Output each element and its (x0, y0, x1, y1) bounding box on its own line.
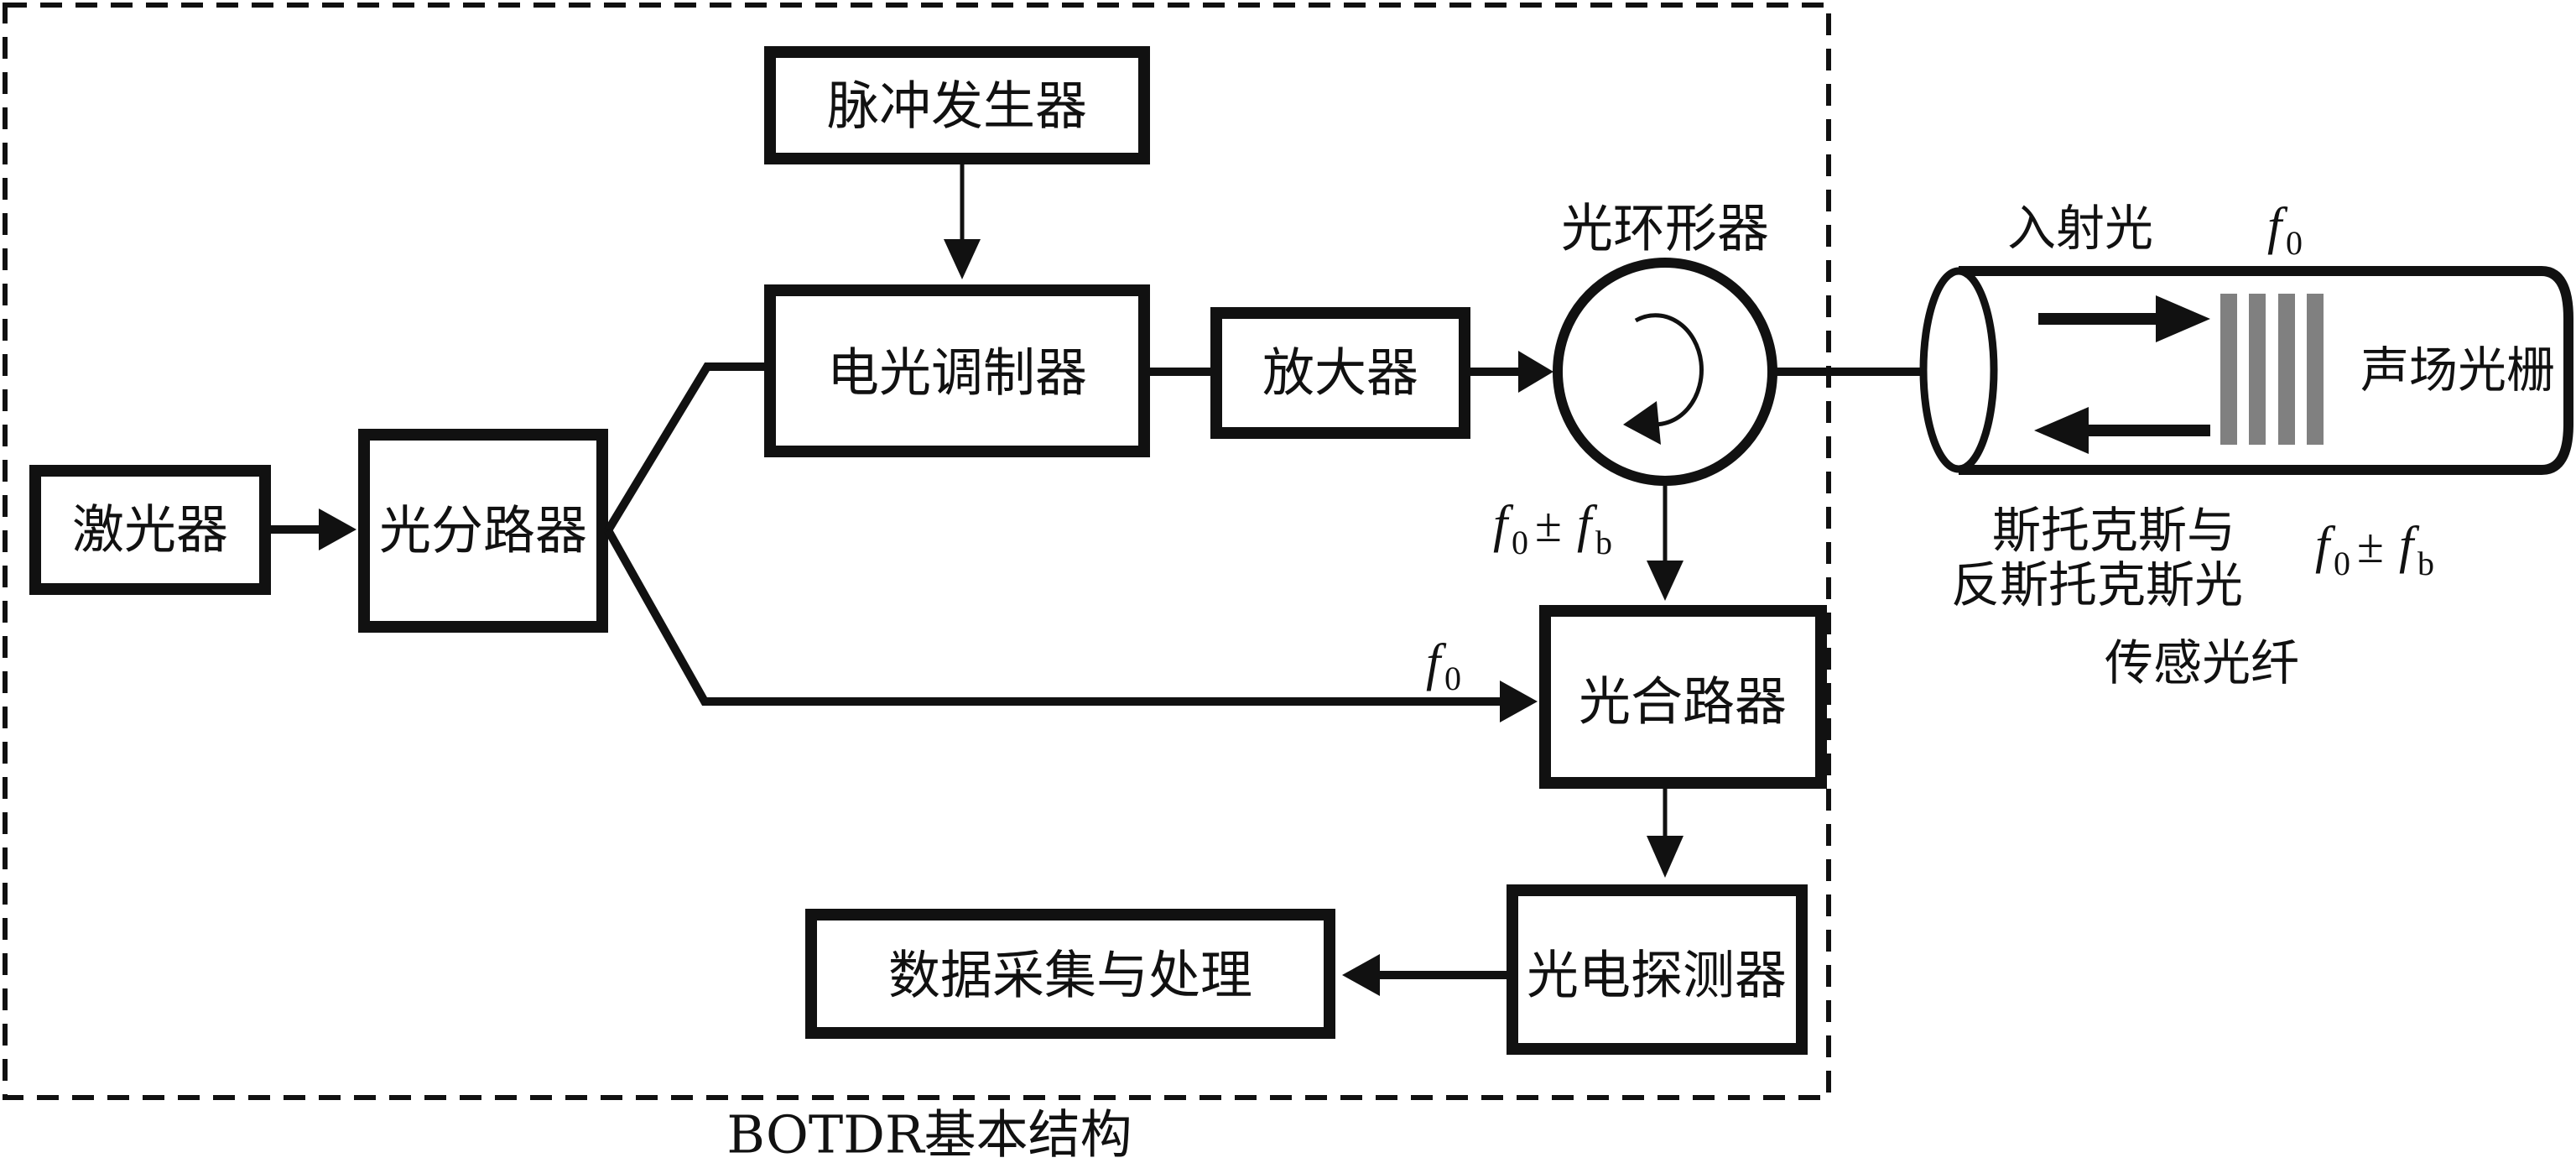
botdr-caption: BOTDR基本结构 (726, 1104, 1132, 1163)
laser-to-splitter-arrowhead (319, 508, 356, 550)
f0-subscript: 0 (2286, 224, 2303, 262)
splitter-box (358, 429, 608, 633)
splitter-label: 光分路器 (379, 500, 587, 561)
splitter-to-combiner-arrowhead (1500, 681, 1538, 722)
combiner-to-detector-arrowhead (1647, 836, 1684, 878)
amplifier-to-circulator-arrowhead (1518, 351, 1553, 393)
pulse-generator-box (764, 46, 1150, 164)
fiber-cylinder-end (1919, 267, 1998, 473)
stokes-label-line2: 反斯托克斯光 (1951, 556, 2243, 613)
incident-light-arrowhead (2156, 295, 2210, 342)
acoustic-grating-bar (2307, 294, 2324, 445)
combiner-box (1539, 605, 1827, 789)
acoustic-grating-label: 声场光栅 (2360, 342, 2555, 399)
laser-label: 激光器 (72, 499, 228, 561)
botdr-boundary (3, 3, 1831, 1100)
daq-label: 数据采集与处理 (888, 945, 1252, 1006)
sensing-fiber-label: 传感光纤 (2105, 634, 2299, 691)
splitter-upper-branch (604, 362, 764, 533)
daq-box (805, 909, 1335, 1039)
photodetector-box (1507, 884, 1808, 1055)
fb-subscript: b (2417, 545, 2434, 582)
daq-block: 数据采集与处理 (805, 909, 1335, 1039)
circulator-rotation-arrow (1634, 313, 1704, 427)
circulator-ring (1553, 258, 1777, 486)
stokes-label-line1: 斯托克斯与 (1992, 502, 2235, 559)
f0-subscript: 0 (1444, 660, 1461, 697)
pulse-generator-block: 脉冲发生器 (764, 46, 1150, 164)
splitter-block: 光分路器 (358, 429, 608, 633)
amplifier-label: 放大器 (1262, 342, 1418, 404)
pulse-to-modulator-arrowhead (944, 239, 981, 279)
acoustic-grating-bar (2220, 294, 2237, 445)
pulse-generator-label: 脉冲发生器 (827, 76, 1087, 137)
amplifier-block: 放大器 (1210, 307, 1470, 439)
eo-modulator-label: 电光调制器 (827, 342, 1087, 404)
photodetector-label: 光电探测器 (1527, 945, 1787, 1006)
eo-modulator-block: 电光调制器 (764, 284, 1150, 457)
combiner-label: 光合路器 (1579, 671, 1787, 733)
photodetector-block: 光电探测器 (1507, 884, 1808, 1055)
incident-freq-label: f 0 (2267, 198, 2303, 262)
f0-subscript: 0 (2334, 545, 2350, 582)
amplifier-box (1210, 307, 1470, 439)
circulator-block: 光环形器 (1553, 198, 1777, 486)
laser-block: 激光器 (29, 465, 271, 595)
circulator-to-combiner-arrowhead (1647, 561, 1684, 601)
detector-to-daq-arrowhead (1342, 954, 1380, 996)
eo-modulator-box (764, 284, 1150, 457)
acoustic-grating-bar (2249, 294, 2266, 445)
plus-minus-symbol: ± (2357, 519, 2384, 573)
incident-light-label: 入射光 (2007, 200, 2153, 257)
reference-freq-label: f 0 (1426, 634, 1461, 697)
circulator-rotation-arrowhead (1623, 401, 1661, 445)
scattered-light-arrowhead (2034, 407, 2089, 454)
combiner-block: 光合路器 (1539, 605, 1827, 789)
f0-subscript: 0 (1512, 524, 1528, 561)
plus-minus-symbol: ± (1535, 498, 1562, 552)
backscatter-freq-label-inner: f 0 ± f b (1493, 496, 1612, 561)
splitter-lower-branch (604, 528, 1501, 706)
fb-subscript: b (1595, 524, 1612, 561)
circulator-label: 光环形器 (1561, 198, 1769, 259)
sensing-fiber: 声场光栅 (1919, 266, 2573, 475)
acoustic-grating-bar (2278, 294, 2295, 445)
backscatter-freq-label-outer: f 0 ± f b (2315, 517, 2434, 582)
